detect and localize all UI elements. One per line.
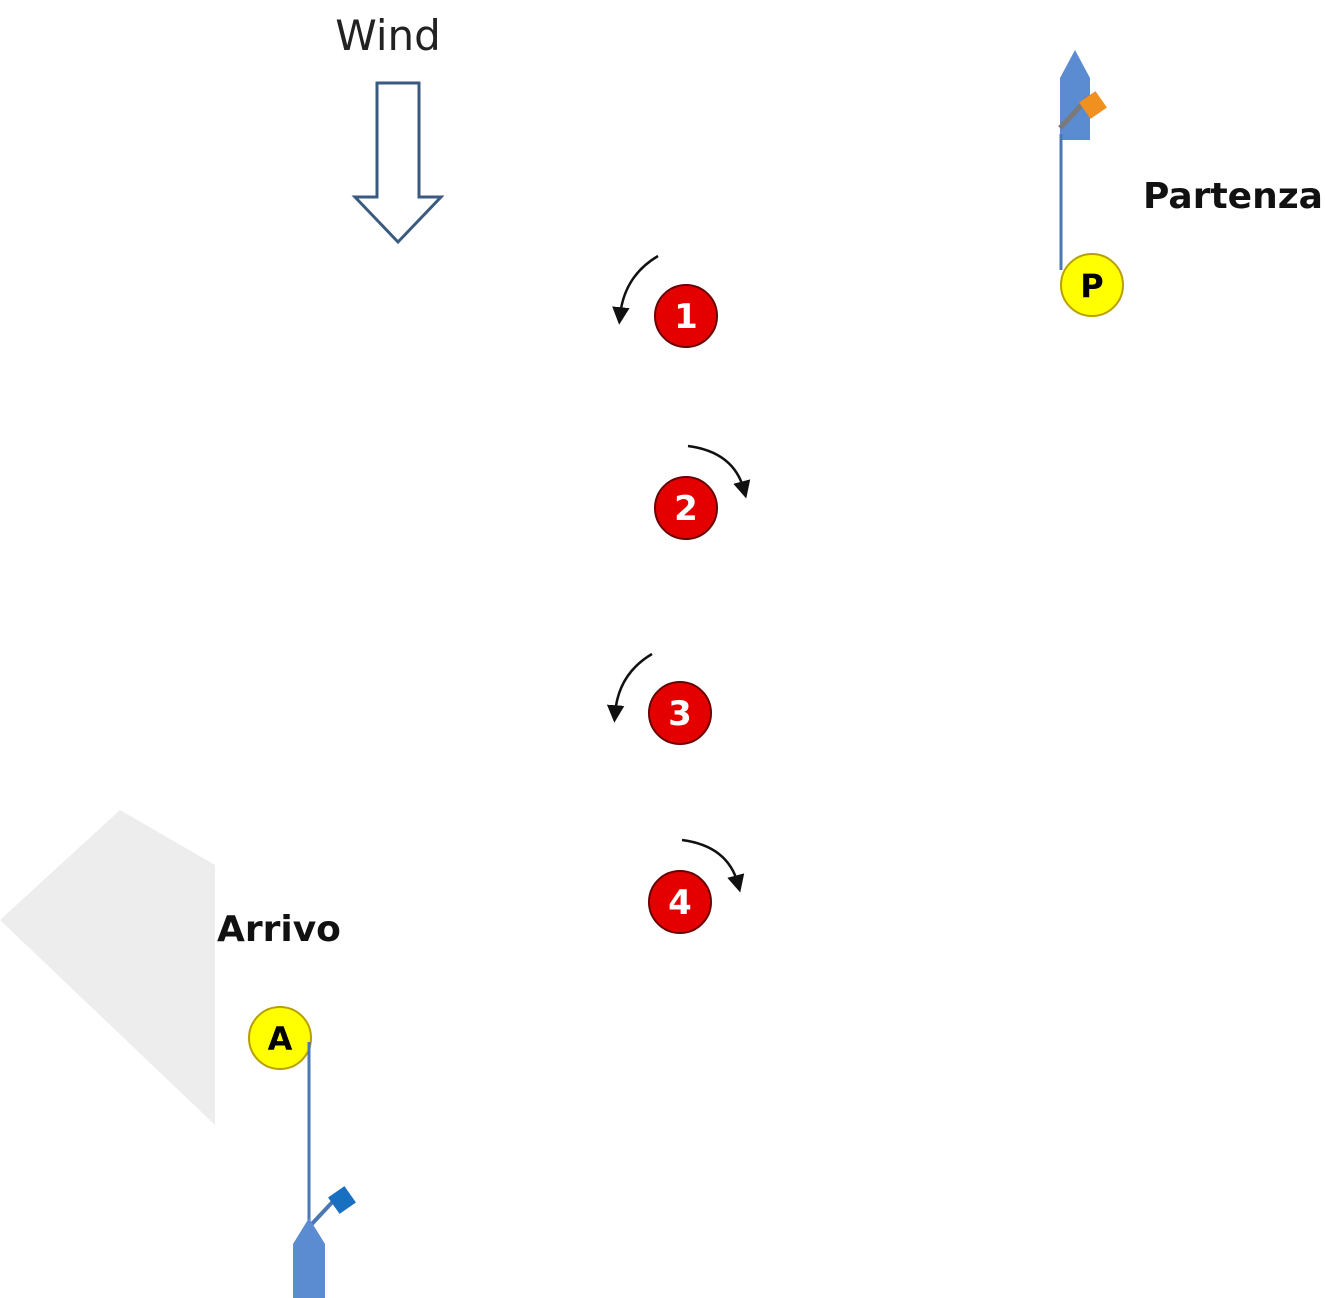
watermark-shape <box>0 810 215 1125</box>
blue-flag-icon <box>328 1186 356 1214</box>
finish-buoy <box>248 1006 312 1070</box>
rounding-arrow-4 <box>681 838 745 893</box>
start-buoy-letter: P <box>1080 267 1103 305</box>
orange-flag-icon <box>1079 91 1107 119</box>
finish-boat <box>293 1186 356 1298</box>
start-boat <box>1058 50 1107 140</box>
boat-icon <box>293 1218 325 1298</box>
mark-3-number: 3 <box>668 694 692 734</box>
mark-4 <box>648 870 712 934</box>
rounding-arrow-3 <box>606 652 653 723</box>
mark-4-number: 4 <box>668 883 692 923</box>
start-buoy <box>1060 253 1124 317</box>
mark-1 <box>654 284 718 348</box>
finish-buoy-letter: A <box>268 1020 293 1058</box>
mark-2 <box>654 476 718 540</box>
mark-1-number: 1 <box>674 297 698 337</box>
start-label: Partenza <box>1143 176 1323 217</box>
mark-2-number: 2 <box>674 489 698 529</box>
mark-3 <box>648 681 712 745</box>
finish-label: Arrivo <box>217 909 341 950</box>
down-arrow-outline-icon <box>351 81 445 245</box>
rounding-arrow-2 <box>687 444 751 499</box>
wind-label: Wind <box>335 11 441 60</box>
rounding-arrow-1 <box>612 254 659 325</box>
